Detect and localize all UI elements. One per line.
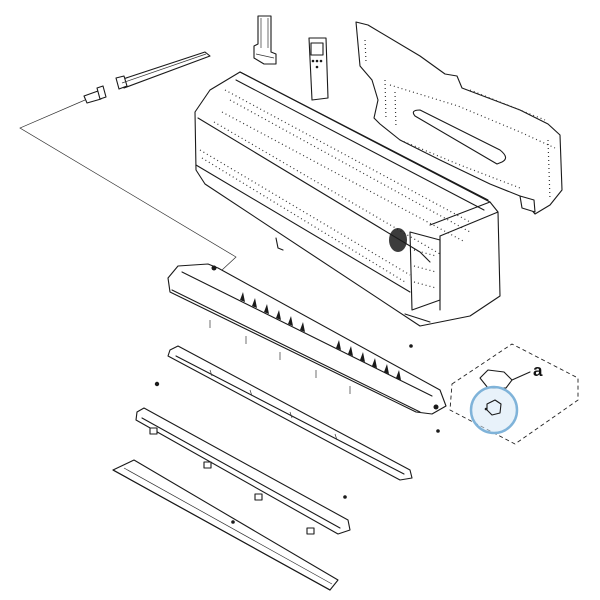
main-unit: [194, 71, 501, 327]
highlight-circle: [469, 385, 519, 435]
motor-detail-inset: a: [449, 343, 579, 445]
horizontal-flap: [112, 459, 339, 591]
louver-bracket: [135, 407, 351, 535]
remote-holder: [253, 15, 277, 65]
drain-pan: [167, 263, 447, 415]
mounting-plate: [355, 21, 563, 215]
remote-control: [308, 37, 329, 101]
screws: [154, 344, 440, 499]
drain-hose: [115, 51, 211, 90]
drain-plug: [83, 85, 107, 104]
vertical-louver: [167, 345, 413, 481]
callout-label-a: a: [533, 361, 543, 380]
leader-line: [19, 99, 237, 271]
